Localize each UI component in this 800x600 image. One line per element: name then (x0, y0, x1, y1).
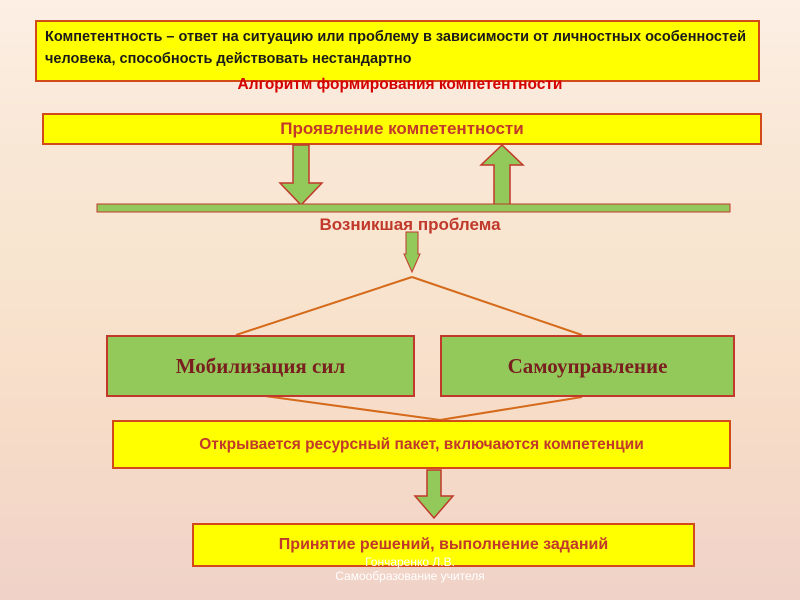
footer: Гончаренко Л.В. Самообразование учителя (0, 555, 800, 583)
branch-line-right (411, 276, 583, 336)
footer-author: Гончаренко Л.В. (365, 555, 455, 569)
algorithm-title: Алгоритм формирования компетентности (237, 76, 563, 93)
merge-line-right (439, 396, 583, 421)
problem-bar (96, 203, 731, 213)
mobilization-label: Мобилизация сил (175, 353, 346, 378)
self-management-label: Самоуправление (507, 353, 668, 378)
down-arrow-icon (278, 144, 324, 207)
branch-line-left (235, 276, 413, 336)
manifestation-box: Проявление компетентности (42, 113, 762, 145)
problem-label: Возникшая проблема (319, 215, 501, 234)
decision-label: Принятие решений, выполнение заданий (278, 536, 609, 553)
up-arrow-icon (479, 143, 525, 206)
self-management-box: Самоуправление (440, 335, 735, 397)
manifestation-label: Проявление компетентности (280, 119, 524, 138)
mobilization-box: Мобилизация сил (106, 335, 415, 397)
resource-package-label: Открывается ресурсный пакет, включаются … (199, 435, 644, 453)
resource-package-box: Открывается ресурсный пакет, включаются … (112, 420, 731, 469)
decision-box: Принятие решений, выполнение заданий (192, 523, 695, 567)
problem-down-arrow-icon (403, 231, 421, 274)
decision-down-arrow-icon (413, 469, 455, 520)
merge-line-left (249, 393, 441, 421)
footer-subtitle: Самообразование учителя (335, 569, 485, 583)
definition-text: Компетентность – ответ на ситуацию или п… (45, 29, 747, 67)
definition-box: Компетентность – ответ на ситуацию или п… (35, 20, 760, 82)
